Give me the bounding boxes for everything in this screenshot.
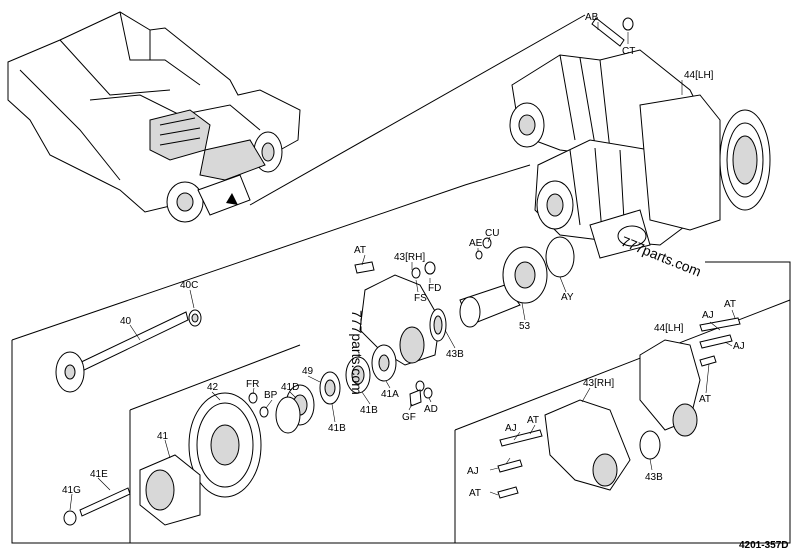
- label-at-right1: AT: [724, 299, 736, 310]
- label-42: 42: [207, 382, 219, 393]
- frame-lines: [11, 14, 791, 544]
- label-at-right2: AT: [699, 394, 711, 405]
- label-40c: 40C: [180, 280, 198, 291]
- label-aj-low1: AJ: [505, 423, 517, 434]
- label-aj-right2: AJ: [733, 341, 745, 352]
- label-aj-right1: AJ: [702, 310, 714, 321]
- label-43b-mid: 43B: [446, 349, 464, 360]
- axle-assembly-illustration: [509, 17, 771, 259]
- label-ab: AB: [585, 12, 599, 23]
- hub-knuckle-parts: [248, 236, 575, 434]
- label-aj-low2: AJ: [467, 466, 479, 477]
- label-44lh-top: 44[LH]: [684, 70, 714, 81]
- label-43rh-right: 43[RH]: [583, 378, 614, 389]
- arrow-icon: [226, 193, 238, 205]
- label-fd: FD: [428, 283, 441, 294]
- label-ct: CT: [622, 46, 635, 57]
- label-ay: AY: [561, 292, 574, 303]
- label-fr: FR: [246, 379, 259, 390]
- label-49: 49: [302, 366, 314, 377]
- label-41b-a: 41B: [328, 423, 346, 434]
- label-at-low1: AT: [527, 415, 539, 426]
- label-41b-b: 41B: [360, 405, 378, 416]
- shaft-drum-hub-parts: [55, 309, 262, 526]
- label-cu: CU: [485, 228, 499, 239]
- leader-lines: [69, 22, 736, 511]
- label-41a: 41A: [381, 389, 399, 400]
- label-43b-low: 43B: [645, 472, 663, 483]
- vehicle-frame-illustration: [7, 11, 301, 223]
- label-gf: GF: [402, 412, 416, 423]
- label-fs: FS: [414, 293, 427, 304]
- label-ae: AE: [469, 238, 483, 249]
- part-labels: AB CT 44[LH] AT 43[RH] AE CU FD FS AY 53…: [62, 12, 745, 499]
- label-bp: BP: [264, 390, 278, 401]
- label-at-low2: AT: [469, 488, 481, 499]
- label-44lh-right: 44[LH]: [654, 323, 684, 334]
- label-41: 41: [157, 431, 169, 442]
- right-detail-parts: [497, 317, 741, 499]
- label-41e: 41E: [90, 469, 108, 480]
- drawing-code: 4201-357D: [739, 540, 788, 551]
- label-at-top: AT: [354, 245, 366, 256]
- label-43rh-top: 43[RH]: [394, 252, 425, 263]
- watermark-777parts-2: 777parts.com: [349, 310, 365, 395]
- label-40: 40: [120, 316, 132, 327]
- label-41g: 41G: [62, 485, 81, 496]
- label-ad: AD: [424, 404, 438, 415]
- label-53: 53: [519, 321, 531, 332]
- label-41d: 41D: [281, 382, 299, 393]
